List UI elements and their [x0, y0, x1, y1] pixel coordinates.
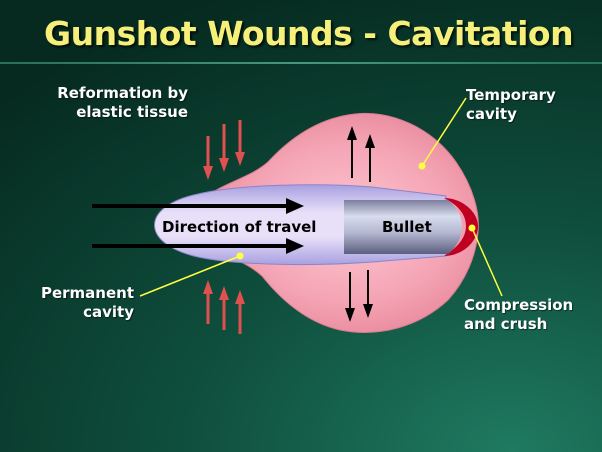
temporary-label-line1: Temporary: [466, 86, 556, 104]
right-arrow-icon: [92, 198, 304, 214]
red-arrow-icon: [203, 280, 245, 334]
right-arrow-icon: [92, 238, 304, 254]
temporary-label-line2: cavity: [466, 105, 517, 123]
direction-label: Direction of travel: [162, 218, 316, 236]
leader-permanent: [139, 252, 244, 297]
compression-label-line2: and crush: [464, 315, 548, 333]
bullet-label: Bullet: [382, 218, 432, 236]
red-arrow-icon: [203, 120, 245, 180]
reformation-label-line1: Reformation by: [57, 84, 188, 102]
leader-compression: [468, 224, 503, 297]
permanent-label-line1: Permanent: [40, 284, 134, 302]
crush-zone: [444, 198, 478, 256]
leader-temporary: [418, 97, 467, 170]
reformation-label-line2: elastic tissue: [76, 103, 188, 121]
compression-label: Compression and crush: [464, 296, 573, 334]
slide-title: Gunshot Wounds - Cavitation: [44, 14, 574, 53]
vertical-double-arrow-icon: [345, 270, 373, 322]
compression-label-line1: Compression: [464, 296, 574, 314]
bullet: [344, 200, 462, 254]
temporary-cavity-label: Temporary cavity: [466, 86, 556, 124]
vertical-double-arrow-icon: [347, 126, 375, 182]
permanent-cavity-label: Permanent cavity: [20, 284, 134, 322]
title-divider: [0, 62, 602, 64]
permanent-label-line2: cavity: [83, 303, 134, 321]
reformation-label: Reformation by elastic tissue: [30, 84, 188, 122]
